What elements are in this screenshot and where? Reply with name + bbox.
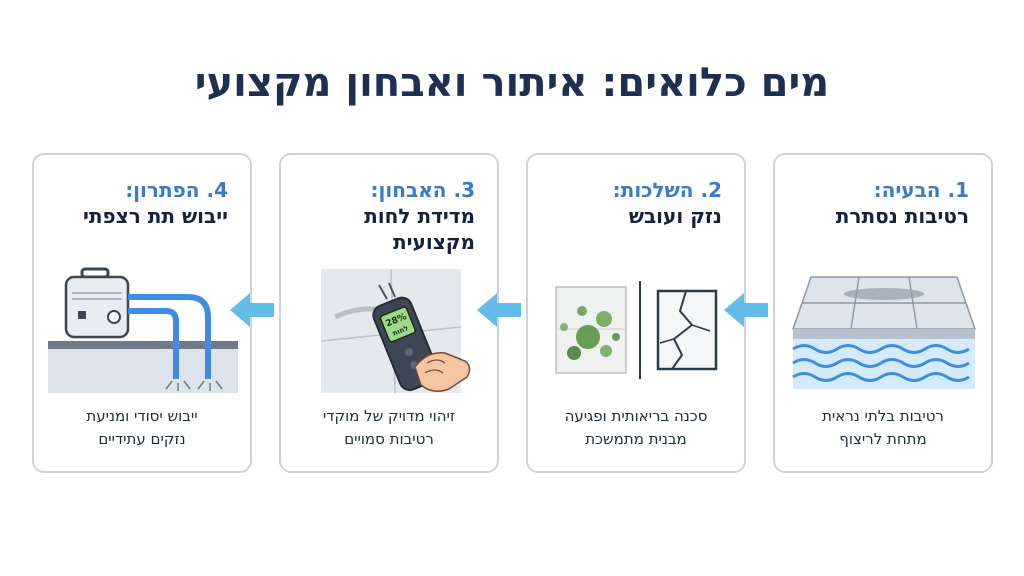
step-description: ייבוש יסודי ומניעת נזקים עתידיים: [86, 407, 198, 448]
wet-floor-tiles-icon: [789, 267, 979, 393]
step-description: סכנה בריאותית ופגיעה מבנית מתמשכת: [564, 407, 708, 448]
step-title: מדידת לחות: [364, 204, 475, 228]
step-description: רטיבות בלתי נראית מתחת לריצוף: [822, 407, 944, 448]
step-header: 4. הפתרון: ייבוש תת רצפתי: [34, 177, 228, 229]
step-card-solution: 4. הפתרון: ייבוש תת רצפתי ייבוש יסודי ומ…: [32, 153, 252, 473]
flow-arrow-icon: [228, 290, 276, 330]
flow-arrow-icon: [722, 290, 770, 330]
step-number: 2. השלכות:: [612, 178, 722, 202]
step-number: 1. הבעיה:: [873, 178, 969, 202]
step-title: נזק ועובש: [628, 204, 722, 228]
flow-arrow-icon: [475, 290, 523, 330]
step-card-consequences: 2. השלכות: נזק ועובש סכנה בריאותית ופגיע…: [526, 153, 746, 473]
step-description: זיהוי מדויק של מוקדי רטיבות סמויים: [322, 407, 456, 448]
drying-machine-icon: [48, 267, 238, 393]
step-title: רטיבות נסתרת: [835, 204, 969, 228]
step-title: ייבוש תת רצפתי: [82, 204, 228, 228]
step-header: 1. הבעיה: רטיבות נסתרת: [775, 177, 969, 229]
step-card-diagnosis: 3. האבחון: מדידת לחות מקצועית 28% לחות: [279, 153, 499, 473]
step-number: 3. האבחון:: [370, 178, 475, 202]
moisture-meter-icon: 28% לחות: [295, 267, 485, 393]
step-number: 4. הפתרון:: [125, 178, 228, 202]
mold-and-cracked-tile-icon: [542, 267, 732, 393]
step-header: 2. השלכות: נזק ועובש: [528, 177, 722, 229]
step-header: 3. האבחון: מדידת לחות מקצועית: [281, 177, 475, 255]
step-card-problem: 1. הבעיה: רטיבות נסתרת רטיבות בלתי נראית…: [773, 153, 993, 473]
step-title-line2: מקצועית: [393, 230, 475, 254]
page-title: מים כלואים: איתור ואבחון מקצועי: [194, 60, 830, 106]
